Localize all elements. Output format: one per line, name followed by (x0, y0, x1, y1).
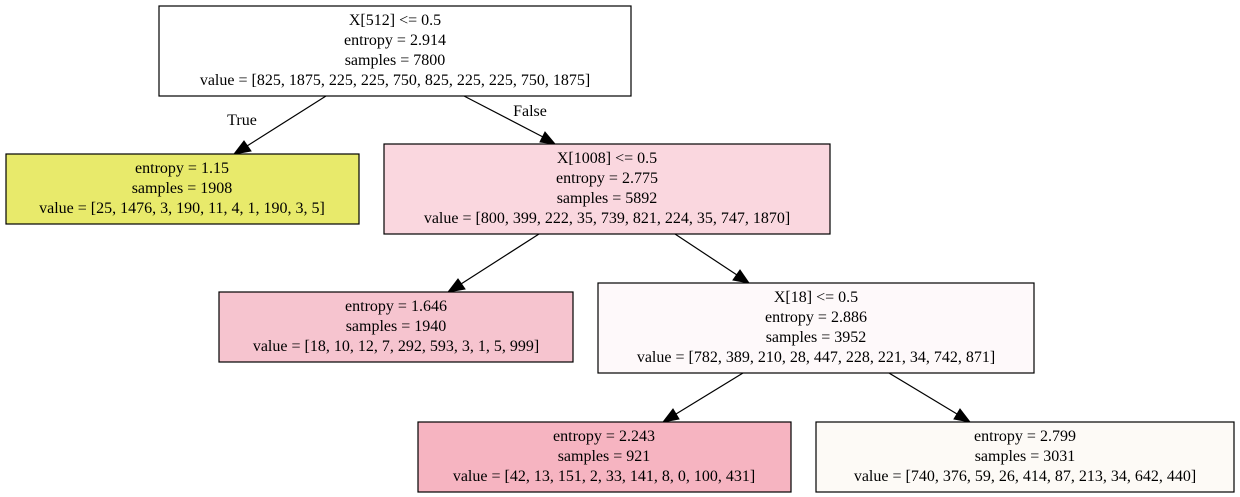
arrowhead-icon (539, 131, 557, 145)
tree-node-leaf-n1: entropy = 1.15 samples = 1908 value = [2… (5, 153, 360, 225)
edge-line (888, 372, 958, 415)
node-value-label: value = [740, 376, 59, 26, 414, 87, 213,… (854, 468, 1196, 485)
tree-node-leaf-n5: entropy = 2.243 samples = 921 value = [4… (417, 421, 792, 493)
node-samples-label: samples = 5892 (557, 190, 658, 207)
edge-line (675, 372, 744, 415)
node-entropy-label: entropy = 2.775 (556, 170, 658, 187)
node-value-label: value = [825, 1875, 225, 225, 750, 825, … (200, 72, 590, 89)
node-value-label: value = [782, 389, 210, 28, 447, 228, 22… (637, 349, 995, 366)
edge-n4-n5 (661, 372, 744, 423)
node-entropy-label: entropy = 2.914 (344, 32, 446, 49)
edges-layer: True False (227, 95, 972, 423)
node-value-label: value = [42, 13, 151, 2, 33, 141, 8, 0, … (453, 468, 755, 485)
arrowhead-icon (446, 278, 466, 293)
node-box (5, 153, 360, 225)
node-value-label: value = [25, 1476, 3, 190, 11, 4, 1, 190… (39, 200, 325, 217)
tree-node-n4: X[18] <= 0.5 entropy = 2.886 samples = 3… (597, 282, 1035, 374)
arrowhead-icon (953, 408, 972, 423)
tree-node-root: X[512] <= 0.5 entropy = 2.914 samples = … (158, 5, 632, 97)
edge-label-false: False (513, 103, 547, 120)
edge-n0-n1: True (227, 95, 327, 155)
node-box (383, 143, 831, 235)
node-entropy-label: entropy = 2.243 (553, 428, 655, 445)
edge-n2-n3 (446, 233, 540, 293)
edge-line (246, 95, 327, 147)
node-samples-label: samples = 3952 (766, 329, 867, 346)
node-entropy-label: entropy = 2.886 (765, 309, 867, 326)
node-samples-label: samples = 1908 (132, 180, 233, 197)
tree-node-n2: X[1008] <= 0.5 entropy = 2.775 samples =… (383, 143, 831, 235)
arrowhead-icon (661, 408, 680, 423)
tree-node-leaf-n3: entropy = 1.646 samples = 1940 value = [… (218, 291, 574, 363)
edge-label-true: True (227, 112, 257, 129)
node-split-label: X[1008] <= 0.5 (557, 150, 657, 167)
node-box (417, 421, 792, 493)
arrowhead-icon (232, 140, 252, 155)
node-samples-label: samples = 7800 (345, 52, 446, 69)
arrowhead-icon (732, 269, 751, 284)
tree-node-leaf-n6: entropy = 2.799 samples = 3031 value = [… (815, 421, 1235, 493)
node-samples-label: samples = 3031 (975, 448, 1076, 465)
edge-n0-n2: False (463, 95, 557, 145)
node-value-label: value = [18, 10, 12, 7, 292, 593, 3, 1, … (253, 338, 539, 355)
edge-n2-n4 (674, 233, 751, 284)
edge-n4-n6 (888, 372, 972, 423)
node-samples-label: samples = 1940 (346, 318, 447, 335)
node-box (158, 5, 632, 97)
node-samples-label: samples = 921 (558, 448, 651, 465)
node-box (815, 421, 1235, 493)
node-split-label: X[18] <= 0.5 (774, 289, 858, 306)
nodes-layer: X[512] <= 0.5 entropy = 2.914 samples = … (5, 5, 1235, 493)
edge-line (463, 95, 544, 138)
node-entropy-label: entropy = 1.15 (135, 160, 229, 177)
node-box (597, 282, 1035, 374)
node-value-label: value = [800, 399, 222, 35, 739, 821, 22… (424, 210, 790, 227)
edge-line (674, 233, 738, 276)
node-entropy-label: entropy = 1.646 (345, 298, 447, 315)
edge-line (460, 233, 540, 285)
node-box (218, 291, 574, 363)
node-split-label: X[512] <= 0.5 (349, 12, 441, 29)
node-entropy-label: entropy = 2.799 (974, 428, 1076, 445)
